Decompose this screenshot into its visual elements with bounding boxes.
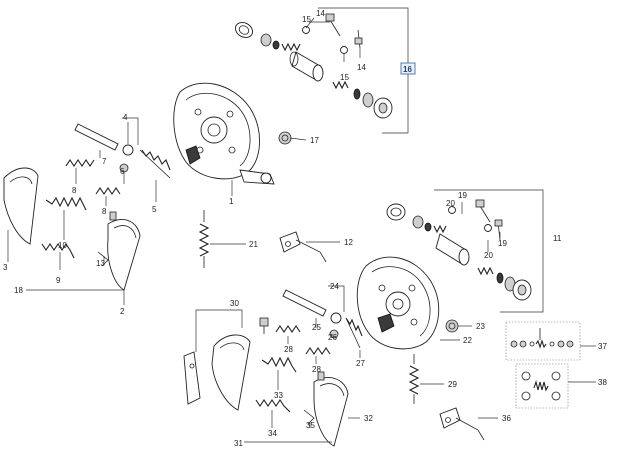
callout-20: 20 (484, 251, 493, 260)
nut-part-23 (445, 319, 459, 333)
callout-4: 4 (123, 113, 128, 122)
callout-15: 15 (302, 15, 311, 24)
callout-16: 16 (403, 65, 412, 74)
leader-lines (7, 17, 596, 443)
callout-labels: 15 14 15 14 16 17 4 7 6 8 8 5 1 10 13 9 … (3, 9, 607, 448)
callout-7: 7 (102, 157, 107, 166)
callout-36: 36 (502, 414, 511, 423)
callout-14: 14 (316, 9, 325, 18)
callout-18: 18 (14, 286, 23, 295)
spring-part-21 (198, 210, 210, 268)
callout-30: 30 (230, 299, 239, 308)
bracket-part-12 (279, 231, 327, 263)
backing-plate-lower (356, 256, 440, 350)
wheel-cylinder-assembly-lower (386, 189, 544, 313)
callout-29: 29 (448, 380, 457, 389)
callout-9: 9 (56, 276, 61, 285)
callout-1: 1 (229, 197, 234, 206)
callout-6: 6 (120, 167, 125, 176)
callout-3: 3 (3, 263, 8, 272)
callout-31: 31 (234, 439, 243, 448)
callout-20: 20 (446, 199, 455, 208)
callout-28: 28 (284, 345, 293, 354)
bracket-part-36 (439, 407, 485, 441)
callout-28: 28 (312, 365, 321, 374)
callout-12: 12 (344, 238, 353, 247)
callout-32: 32 (364, 414, 373, 423)
callout-17: 17 (310, 136, 319, 145)
callout-16-box (400, 62, 416, 75)
callout-37: 37 (598, 342, 607, 351)
callout-10: 10 (58, 241, 67, 250)
callout-2: 2 (120, 307, 125, 316)
callout-15: 15 (340, 73, 349, 82)
callout-24: 24 (330, 282, 339, 291)
callout-21: 21 (249, 240, 258, 249)
callout-13: 13 (96, 259, 105, 268)
backing-plate-upper (173, 82, 275, 185)
callout-33: 33 (274, 391, 283, 400)
callout-5: 5 (152, 205, 157, 214)
callout-19: 19 (498, 239, 507, 248)
callout-11: 11 (553, 234, 562, 243)
callout-25: 25 (312, 323, 321, 332)
callout-22: 22 (463, 336, 472, 345)
callout-23: 23 (476, 322, 485, 331)
callout-14: 14 (357, 63, 366, 72)
shoe-assembly-lower-middle (183, 289, 363, 447)
callout-19: 19 (458, 191, 467, 200)
shoe-assembly-upper-left (3, 123, 171, 291)
callout-8: 8 (102, 207, 107, 216)
spring-part-29 (408, 354, 420, 404)
callout-8: 8 (72, 186, 77, 195)
nut-part-17 (278, 131, 292, 145)
callout-38: 38 (598, 378, 607, 387)
callout-27: 27 (356, 359, 365, 368)
callout-26: 26 (328, 333, 337, 342)
callout-34: 34 (268, 429, 277, 438)
repair-kit-37 (505, 321, 581, 361)
callout-35: 35 (306, 421, 315, 430)
wheel-cylinder-assembly-upper (235, 7, 409, 134)
repair-kit-38 (515, 363, 569, 409)
